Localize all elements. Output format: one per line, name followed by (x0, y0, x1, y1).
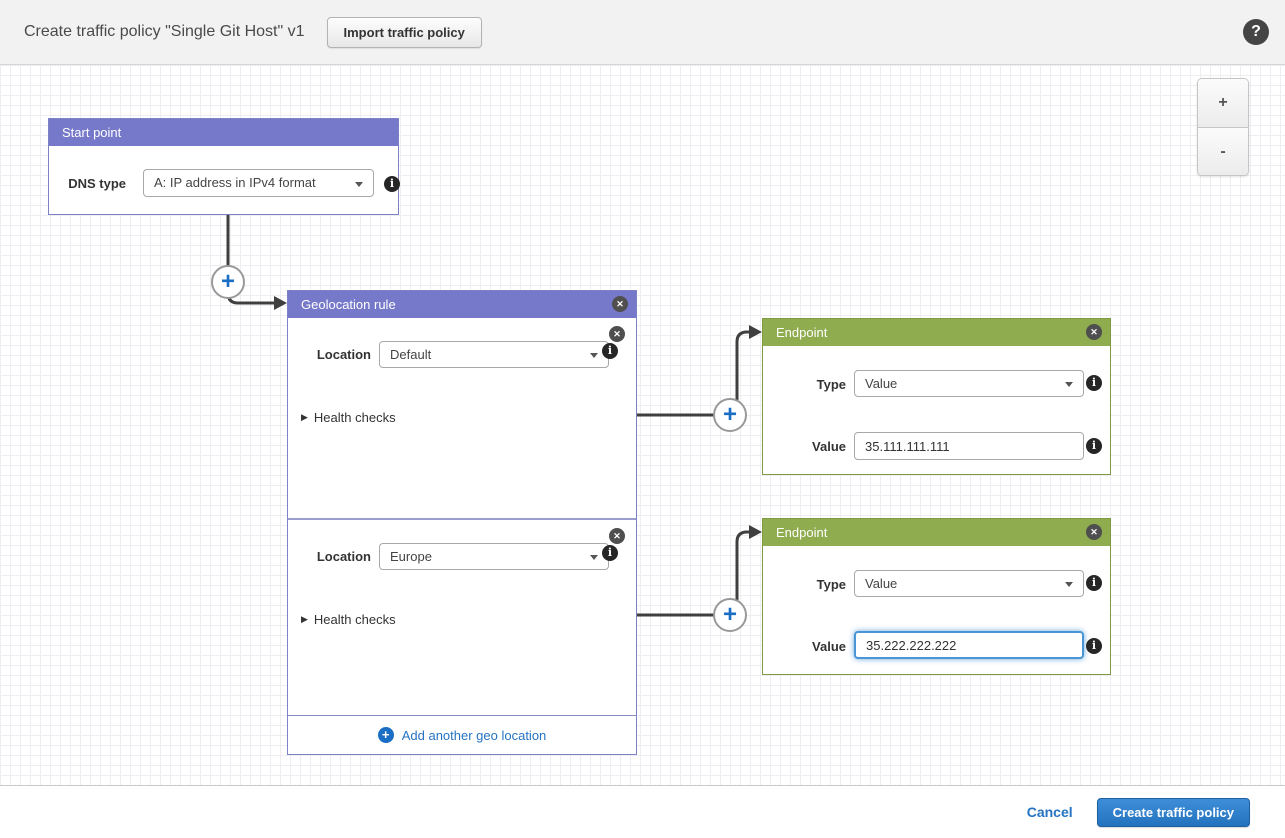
endpoint-value-label: Value (812, 639, 846, 654)
health-checks-expander[interactable]: ▶ Health checks (301, 612, 396, 627)
close-rule-icon[interactable]: ✕ (612, 296, 628, 312)
endpoint-type-label: Type (816, 377, 846, 392)
add-plus-icon: + (377, 727, 394, 743)
footer-action-bar: Cancel Create traffic policy (0, 785, 1285, 838)
endpoint-type-info-icon[interactable]: i (1086, 375, 1102, 391)
geolocation-rule-header: Geolocation rule ✕ (288, 291, 636, 318)
create-traffic-policy-button[interactable]: Create traffic policy (1096, 797, 1250, 827)
start-point-header: Start point (49, 119, 398, 146)
location-label: Location (316, 549, 371, 564)
endpoint-type-value: Value (865, 576, 898, 591)
location-value: Default (390, 347, 432, 362)
caret-down-icon (1065, 382, 1073, 387)
expander-right-icon: ▶ (301, 614, 308, 624)
add-geo-location-button[interactable]: + Add another geo location (288, 715, 636, 754)
caret-down-icon (590, 353, 598, 358)
endpoint-type-dropdown[interactable]: Value (854, 370, 1084, 397)
geolocation-rule-title: Geolocation rule (301, 297, 396, 312)
endpoint-title: Endpoint (776, 325, 828, 340)
dns-type-label: DNS type (68, 176, 126, 191)
page-title: Create traffic policy "Single Git Host" … (24, 23, 305, 40)
endpoint-type-info-icon[interactable]: i (1086, 575, 1102, 591)
caret-down-icon (590, 555, 598, 560)
expander-right-icon: ▶ (301, 412, 308, 422)
geo-section-default: ✕ Location Default i ▶ Health checks (288, 318, 636, 520)
close-section-icon[interactable]: ✕ (609, 326, 625, 342)
endpoint-value-label: Value (812, 439, 846, 454)
location-info-icon[interactable]: i (602, 343, 618, 359)
health-checks-label: Health checks (313, 410, 396, 425)
location-value: Europe (390, 549, 432, 564)
endpoint-value-input-focused[interactable] (854, 631, 1084, 659)
endpoint-value-input[interactable] (854, 432, 1084, 460)
dns-type-dropdown[interactable]: A: IP address in IPv4 format (143, 169, 374, 197)
zoom-out-button[interactable]: - (1198, 127, 1248, 175)
arrowhead-endpoint-2 (749, 525, 762, 539)
connect-plus-endpoint-1[interactable]: + (713, 398, 747, 432)
endpoint-type-dropdown[interactable]: Value (854, 570, 1084, 597)
health-checks-expander[interactable]: ▶ Health checks (301, 410, 396, 425)
cancel-button[interactable]: Cancel (1026, 804, 1073, 820)
endpoint-type-value: Value (865, 376, 898, 391)
zoom-in-button[interactable]: + (1198, 79, 1248, 127)
help-icon[interactable]: ? (1243, 19, 1269, 45)
start-point-title: Start point (62, 125, 122, 140)
page-header: Create traffic policy "Single Git Host" … (0, 0, 1285, 65)
dns-type-value: A: IP address in IPv4 format (154, 175, 316, 190)
connect-plus-start[interactable]: + (211, 265, 245, 299)
endpoint-node-2: Endpoint ✕ Type Value i Value i (762, 518, 1111, 675)
dns-type-info-icon[interactable]: i (384, 176, 400, 192)
import-traffic-policy-button[interactable]: Import traffic policy (326, 16, 482, 48)
start-point-node: Start point DNS type A: IP address in IP… (48, 118, 400, 215)
close-endpoint-icon[interactable]: ✕ (1086, 324, 1102, 340)
caret-down-icon (1065, 582, 1073, 587)
endpoint-header: Endpoint ✕ (763, 519, 1110, 546)
policy-canvas[interactable]: + + + + - Start point DNS type A: IP add… (0, 65, 1285, 785)
endpoint-node-1: Endpoint ✕ Type Value i Value i (762, 318, 1111, 475)
location-info-icon[interactable]: i (602, 545, 618, 561)
connect-plus-endpoint-2[interactable]: + (713, 598, 747, 632)
close-endpoint-icon[interactable]: ✕ (1086, 524, 1102, 540)
location-dropdown-europe[interactable]: Europe (379, 543, 609, 570)
endpoint-type-label: Type (816, 577, 846, 592)
arrowhead-rule (274, 296, 287, 310)
geolocation-rule-node: Geolocation rule ✕ ✕ Location Default i … (287, 290, 637, 755)
endpoint-header: Endpoint ✕ (763, 319, 1110, 346)
geo-section-europe: ✕ Location Europe i ▶ Health checks (288, 520, 636, 720)
arrowhead-endpoint-1 (749, 325, 762, 339)
endpoint-value-info-icon[interactable]: i (1086, 438, 1102, 454)
add-geo-location-label: Add another geo location (401, 727, 547, 743)
zoom-controls: + - (1197, 78, 1249, 176)
close-section-icon[interactable]: ✕ (609, 528, 625, 544)
endpoint-value-info-icon[interactable]: i (1086, 638, 1102, 654)
health-checks-label: Health checks (313, 612, 396, 627)
location-label: Location (316, 347, 371, 362)
caret-down-icon (355, 182, 363, 187)
endpoint-title: Endpoint (776, 525, 828, 540)
location-dropdown-default[interactable]: Default (379, 341, 609, 368)
